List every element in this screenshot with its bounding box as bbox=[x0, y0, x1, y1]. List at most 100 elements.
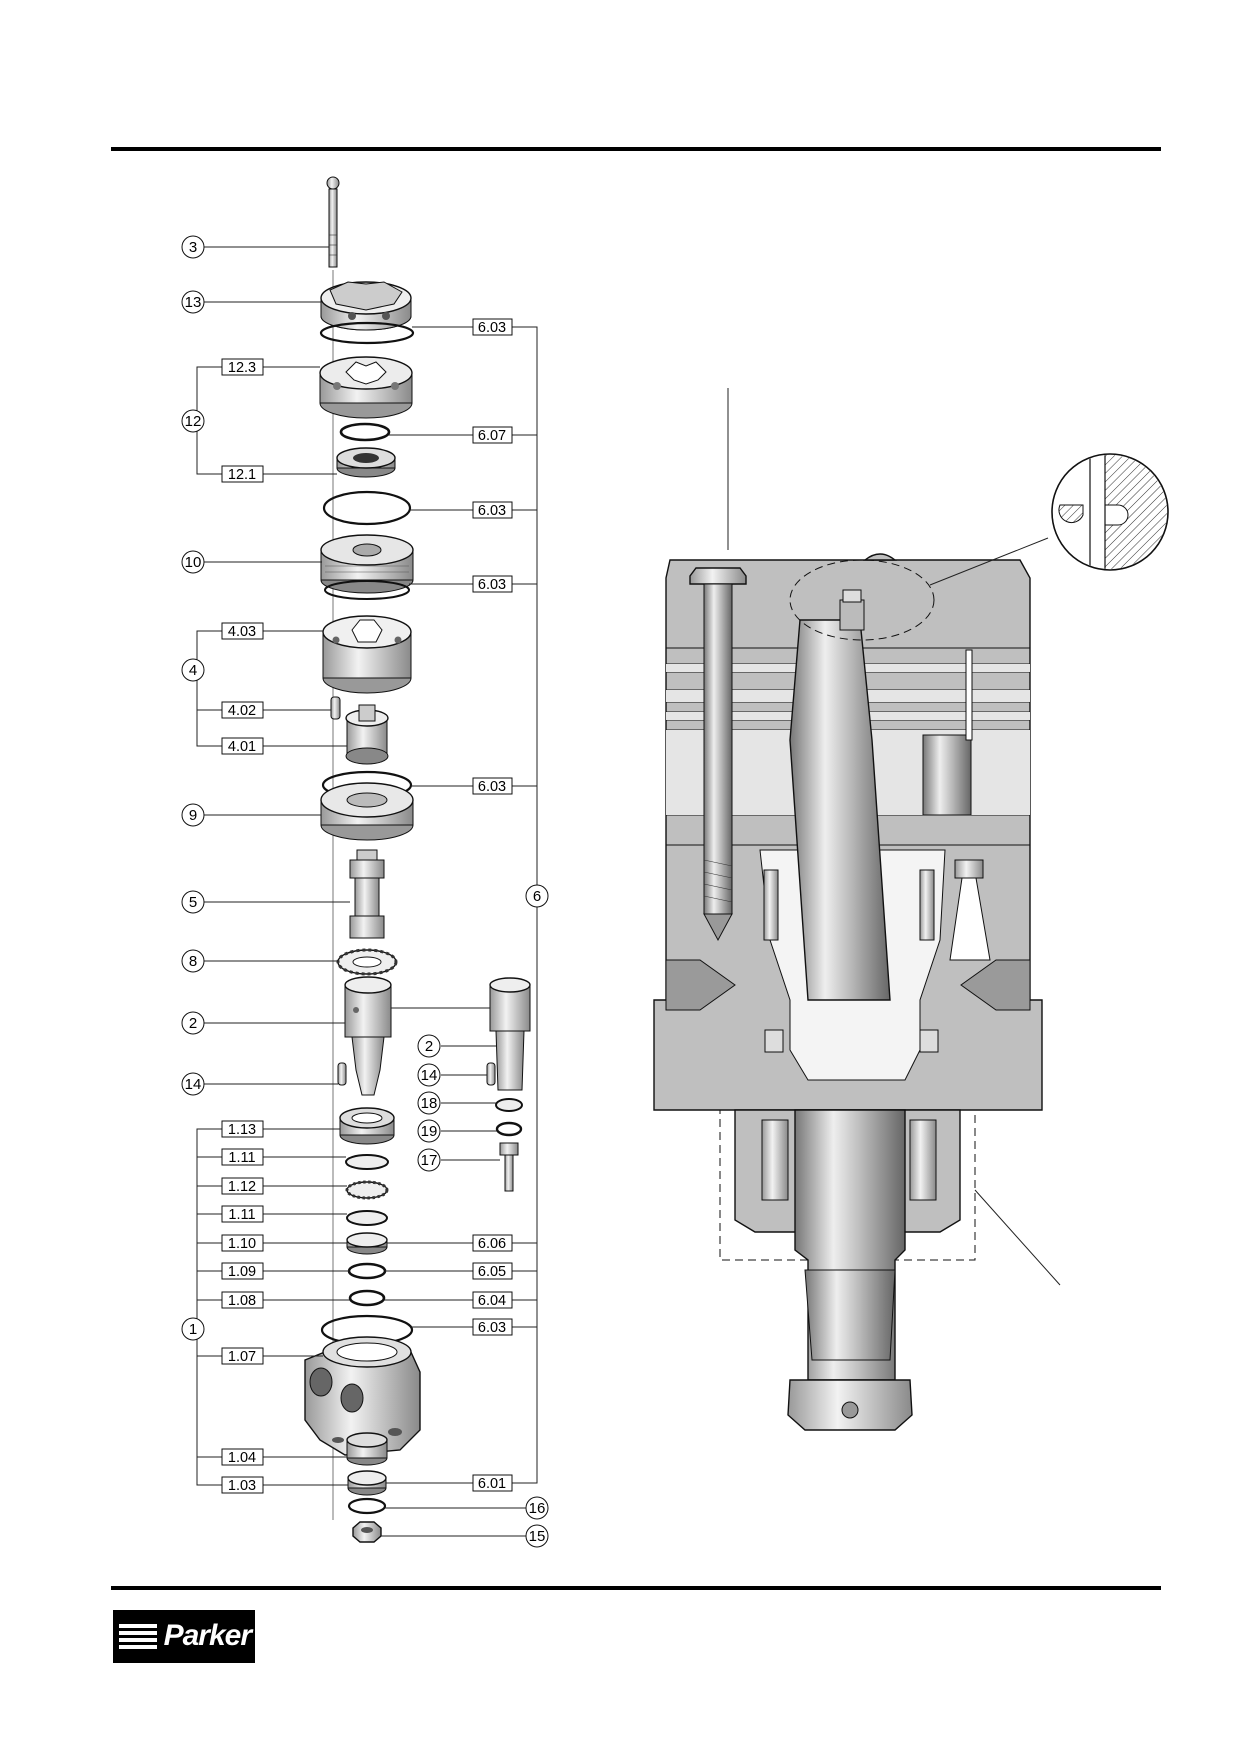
svg-text:1.04: 1.04 bbox=[228, 1450, 256, 1466]
callout-6: 6 bbox=[525, 884, 549, 908]
part-oring-603a bbox=[319, 321, 415, 345]
svg-text:1.07: 1.07 bbox=[228, 1349, 256, 1365]
svg-text:1.12: 1.12 bbox=[228, 1179, 256, 1195]
box-1-09: 1.09 bbox=[221, 1262, 264, 1280]
part-cardan-shaft bbox=[349, 849, 385, 939]
svg-text:3: 3 bbox=[189, 239, 197, 256]
part-valve-housing bbox=[320, 534, 414, 594]
svg-text:6.05: 6.05 bbox=[478, 1264, 506, 1280]
svg-text:6.01: 6.01 bbox=[478, 1476, 506, 1492]
svg-text:12: 12 bbox=[185, 413, 202, 430]
svg-text:18: 18 bbox=[421, 1095, 438, 1112]
exploded-view bbox=[304, 176, 531, 1543]
part-needle-bearing bbox=[339, 1107, 395, 1145]
part-output-shaft bbox=[344, 976, 392, 1096]
svg-text:2: 2 bbox=[189, 1015, 197, 1032]
callout-circles: 3 13 12 10 4 9 5 8 2 14 1 6 2 14 18 19 1… bbox=[181, 235, 549, 1548]
left-box-labels: 12.3 12.1 4.03 4.02 4.01 1.13 1.11 1.12 … bbox=[221, 358, 264, 1494]
svg-text:6.03: 6.03 bbox=[478, 779, 506, 795]
box-6-03b: 6.03 bbox=[472, 501, 513, 519]
logo-stripes bbox=[119, 1624, 157, 1650]
callout-15: 15 bbox=[525, 1524, 549, 1548]
box-6-03d: 6.03 bbox=[472, 777, 513, 795]
box-1-11a: 1.11 bbox=[221, 1148, 264, 1166]
svg-text:4: 4 bbox=[189, 662, 197, 679]
part-thrust-112 bbox=[345, 1180, 389, 1200]
box-1-12: 1.12 bbox=[221, 1177, 264, 1195]
part-snap-ring bbox=[347, 1497, 387, 1515]
box-6-04: 6.04 bbox=[472, 1291, 513, 1309]
right-box-labels: 6.03 6.07 6.03 6.03 6.03 6.06 6.05 6.04 … bbox=[472, 318, 513, 1492]
part-washer-19 bbox=[495, 1121, 523, 1137]
callout-14: 14 bbox=[181, 1072, 205, 1096]
svg-text:4.01: 4.01 bbox=[228, 739, 256, 755]
svg-text:6: 6 bbox=[533, 888, 541, 905]
svg-text:6.03: 6.03 bbox=[478, 503, 506, 519]
box-6-07: 6.07 bbox=[472, 426, 513, 444]
svg-text:1.13: 1.13 bbox=[228, 1122, 256, 1138]
box-4-02: 4.02 bbox=[221, 701, 264, 719]
svg-text:1.09: 1.09 bbox=[228, 1264, 256, 1280]
svg-text:4.02: 4.02 bbox=[228, 703, 256, 719]
box-12-3: 12.3 bbox=[221, 358, 264, 376]
svg-text:6.03: 6.03 bbox=[478, 1320, 506, 1336]
svg-text:1.11: 1.11 bbox=[228, 1150, 255, 1166]
part-screw-17 bbox=[499, 1142, 519, 1192]
box-1-10: 1.10 bbox=[221, 1234, 264, 1252]
svg-text:6.04: 6.04 bbox=[478, 1293, 506, 1309]
part-key bbox=[337, 1062, 347, 1086]
box-1-13: 1.13 bbox=[221, 1120, 264, 1138]
part-ring-110 bbox=[346, 1232, 388, 1255]
svg-text:12.3: 12.3 bbox=[228, 360, 256, 376]
svg-text:5: 5 bbox=[189, 894, 197, 911]
svg-text:1.11: 1.11 bbox=[228, 1207, 255, 1223]
cross-section-view bbox=[653, 388, 1169, 1431]
callout-16: 16 bbox=[525, 1496, 549, 1520]
svg-text:4.03: 4.03 bbox=[228, 624, 256, 640]
svg-text:12.1: 12.1 bbox=[228, 467, 256, 483]
callout-12: 12 bbox=[181, 409, 205, 433]
part-oring-603c bbox=[324, 580, 410, 600]
svg-text:1.10: 1.10 bbox=[228, 1236, 256, 1252]
callout-1: 1 bbox=[181, 1317, 205, 1341]
parker-logo: Parker bbox=[113, 1610, 255, 1663]
box-1-08: 1.08 bbox=[221, 1291, 264, 1309]
svg-text:1.08: 1.08 bbox=[228, 1293, 256, 1309]
svg-text:9: 9 bbox=[189, 807, 197, 824]
part-valve-rotor bbox=[345, 704, 389, 765]
svg-text:14: 14 bbox=[421, 1067, 438, 1084]
part-shaft-seal bbox=[347, 1470, 387, 1496]
box-4-03: 4.03 bbox=[221, 622, 264, 640]
svg-text:8: 8 bbox=[189, 953, 197, 970]
part-valve-ring bbox=[322, 615, 412, 694]
svg-text:6.06: 6.06 bbox=[478, 1236, 506, 1252]
svg-text:10: 10 bbox=[185, 554, 202, 571]
box-6-03c: 6.03 bbox=[472, 575, 513, 593]
box-1-03: 1.03 bbox=[221, 1476, 264, 1494]
part-rotor bbox=[336, 447, 396, 478]
part-washer-111b bbox=[346, 1210, 388, 1226]
svg-text:2: 2 bbox=[425, 1038, 433, 1055]
box-6-05: 6.05 bbox=[472, 1262, 513, 1280]
callout-17: 17 bbox=[417, 1148, 441, 1172]
svg-text:15: 15 bbox=[529, 1528, 546, 1545]
part-end-cover bbox=[320, 281, 412, 331]
part-bolt bbox=[326, 176, 340, 268]
svg-text:6.03: 6.03 bbox=[478, 320, 506, 336]
callout-13: 13 bbox=[181, 290, 205, 314]
part-pin bbox=[330, 696, 341, 720]
box-1-07: 1.07 bbox=[221, 1347, 264, 1365]
svg-text:17: 17 bbox=[421, 1152, 438, 1169]
callout-10: 10 bbox=[181, 550, 205, 574]
callout-14-alt: 14 bbox=[417, 1063, 441, 1087]
callout-4: 4 bbox=[181, 658, 205, 682]
callout-2-alt: 2 bbox=[417, 1034, 441, 1058]
svg-text:1.03: 1.03 bbox=[228, 1478, 256, 1494]
box-4-01: 4.01 bbox=[221, 737, 264, 755]
part-nut bbox=[352, 1521, 382, 1543]
callout-2: 2 bbox=[181, 1011, 205, 1035]
svg-text:19: 19 bbox=[421, 1123, 438, 1140]
callout-9: 9 bbox=[181, 803, 205, 827]
callout-3: 3 bbox=[181, 235, 205, 259]
